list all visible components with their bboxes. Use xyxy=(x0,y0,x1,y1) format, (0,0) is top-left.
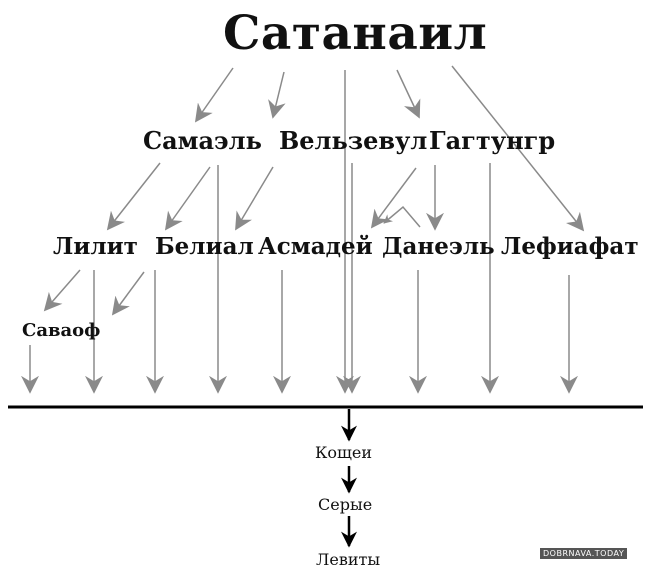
node-beelzebul: Вельзевул xyxy=(279,126,428,155)
arrow-samael-belial xyxy=(164,166,211,231)
node-serye: Серые xyxy=(318,495,373,514)
node-asmadei: Асмадей xyxy=(258,233,373,260)
arrow-gagtungr-daneel-2 xyxy=(383,205,421,228)
arrow-beelzebul-asmadei xyxy=(235,166,274,231)
watermark: DOBRNAVA.TODAY xyxy=(540,548,628,559)
arrow-root-lefiafat xyxy=(451,65,585,232)
node-gagtungr: Гагтунгр xyxy=(429,126,556,155)
arrow-gagtungr-daneel-1 xyxy=(370,167,417,229)
node-samael: Самаэль xyxy=(143,126,262,155)
node-satanail: Сатанаил xyxy=(223,6,488,61)
arrow-lilit-savaof xyxy=(43,269,81,312)
node-savaof: Саваоф xyxy=(22,320,101,341)
arrow-samael-lilit xyxy=(106,162,161,231)
node-koshchei: Кощеи xyxy=(315,443,373,462)
node-lefiafat: Лефиафат xyxy=(501,233,639,260)
arrow-root-gagtungr xyxy=(396,69,421,119)
node-levity: Левиты xyxy=(316,550,381,569)
arrow-root-samael xyxy=(194,67,234,123)
node-daneel: Данеэль xyxy=(382,233,495,260)
node-belial: Белиал xyxy=(155,233,254,260)
arrow-belial-savaof xyxy=(111,271,145,316)
arrow-root-beelzebul xyxy=(268,71,286,119)
node-lilit: Лилит xyxy=(53,233,138,260)
